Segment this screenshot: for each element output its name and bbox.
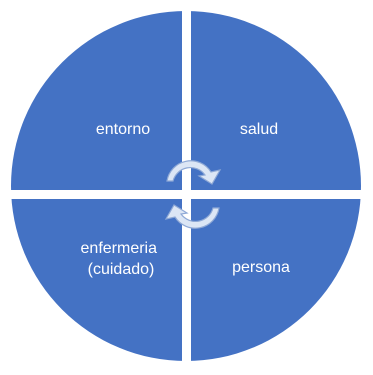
quadrant-label-top-right: salud	[240, 121, 278, 138]
vertical-separator	[182, 5, 191, 371]
cycle-arrows-icon	[164, 160, 222, 229]
quadrant-label-line: salud	[240, 121, 278, 138]
quadrant-top-right	[186, 11, 361, 186]
quadrant-top-left	[11, 11, 186, 186]
quadrant-label-bottom-right: persona	[232, 259, 290, 276]
quadrant-label-top-left: entorno	[96, 121, 150, 138]
quadrant-label-line: persona	[232, 259, 290, 276]
cycle-arrow-lower	[164, 204, 220, 229]
quadrant-label-line: entorno	[96, 121, 150, 138]
quadrant-bottom-left	[11, 186, 186, 361]
cycle-arrow-upper	[166, 160, 222, 185]
quadrant-label-bottom-left: enfermeria (cuidado)	[81, 240, 162, 278]
quadrant-label-line: enfermeria	[81, 240, 158, 257]
quadrant-label-line: (cuidado)	[88, 261, 155, 278]
horizontal-separator	[5, 190, 369, 199]
quadrant-bottom-right	[186, 186, 361, 361]
